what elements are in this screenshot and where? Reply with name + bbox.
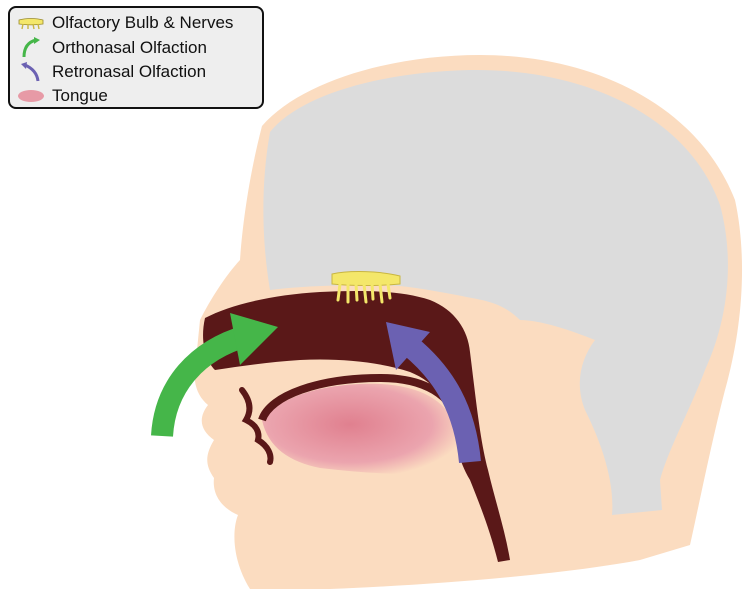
purple-arc-arrow-icon [16,60,46,84]
olfactory-bulb-icon [16,11,46,35]
legend-label-olfactory-bulb: Olfactory Bulb & Nerves [52,13,233,33]
legend-item-tongue: Tongue [16,84,108,108]
legend: Olfactory Bulb & Nerves Orthonasal Olfac… [8,6,264,109]
legend-label-tongue: Tongue [52,86,108,106]
legend-item-orthonasal: Orthonasal Olfaction [16,36,207,60]
legend-item-olfactory-bulb: Olfactory Bulb & Nerves [16,11,233,35]
legend-item-retronasal: Retronasal Olfaction [16,60,206,84]
legend-label-retronasal: Retronasal Olfaction [52,62,206,82]
tongue-icon [16,84,46,108]
legend-label-orthonasal: Orthonasal Olfaction [52,38,207,58]
green-arc-arrow-icon [16,36,46,60]
